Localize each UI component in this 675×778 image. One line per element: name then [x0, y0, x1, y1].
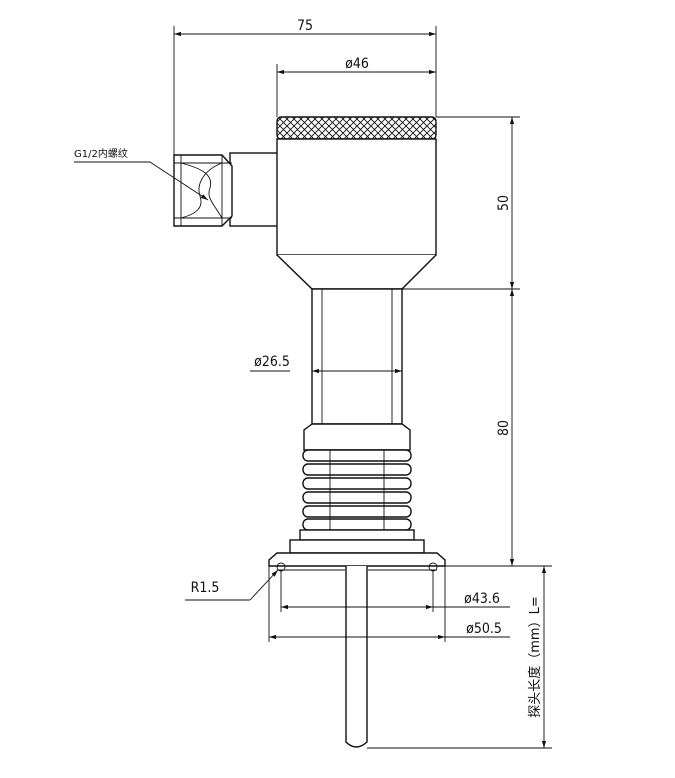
dim-housing-height: 50 [402, 116, 520, 290]
housing [276, 116, 437, 290]
overall-width-label: 75 [297, 18, 313, 34]
housing-diameter-label: ø46 [345, 56, 369, 72]
flange-inner-label: ø43.6 [464, 591, 500, 607]
neck-length-label: 80 [496, 420, 512, 436]
radius-callout: R1.5 [185, 569, 279, 601]
thread-callout: G1/2内螺纹 [74, 147, 209, 201]
neck-diameter-label: ø26.5 [254, 354, 290, 370]
dim-flange-inner: ø43.6 [280, 570, 510, 612]
dim-neck-diameter: ø26.5 [250, 354, 402, 374]
dim-housing-diameter: ø46 [276, 56, 436, 117]
dim-neck-length: 80 [445, 289, 520, 567]
dim-probe-length: 探头长度（mm）L= [367, 565, 552, 749]
flange-outer-label: ø50.5 [466, 621, 502, 637]
dim-flange-outer: ø50.5 [268, 566, 510, 642]
probe [345, 566, 368, 748]
dim-overall-width: 75 [173, 18, 437, 155]
thread-label: G1/2内螺纹 [74, 147, 128, 160]
probe-length-label: 探头长度（mm）L= [527, 596, 543, 717]
neck [303, 288, 411, 451]
clamp-flange [268, 529, 446, 572]
cooling-fins [302, 449, 412, 531]
housing-height-label: 50 [496, 195, 512, 211]
thread-port [173, 152, 279, 227]
radius-label: R1.5 [191, 580, 220, 596]
